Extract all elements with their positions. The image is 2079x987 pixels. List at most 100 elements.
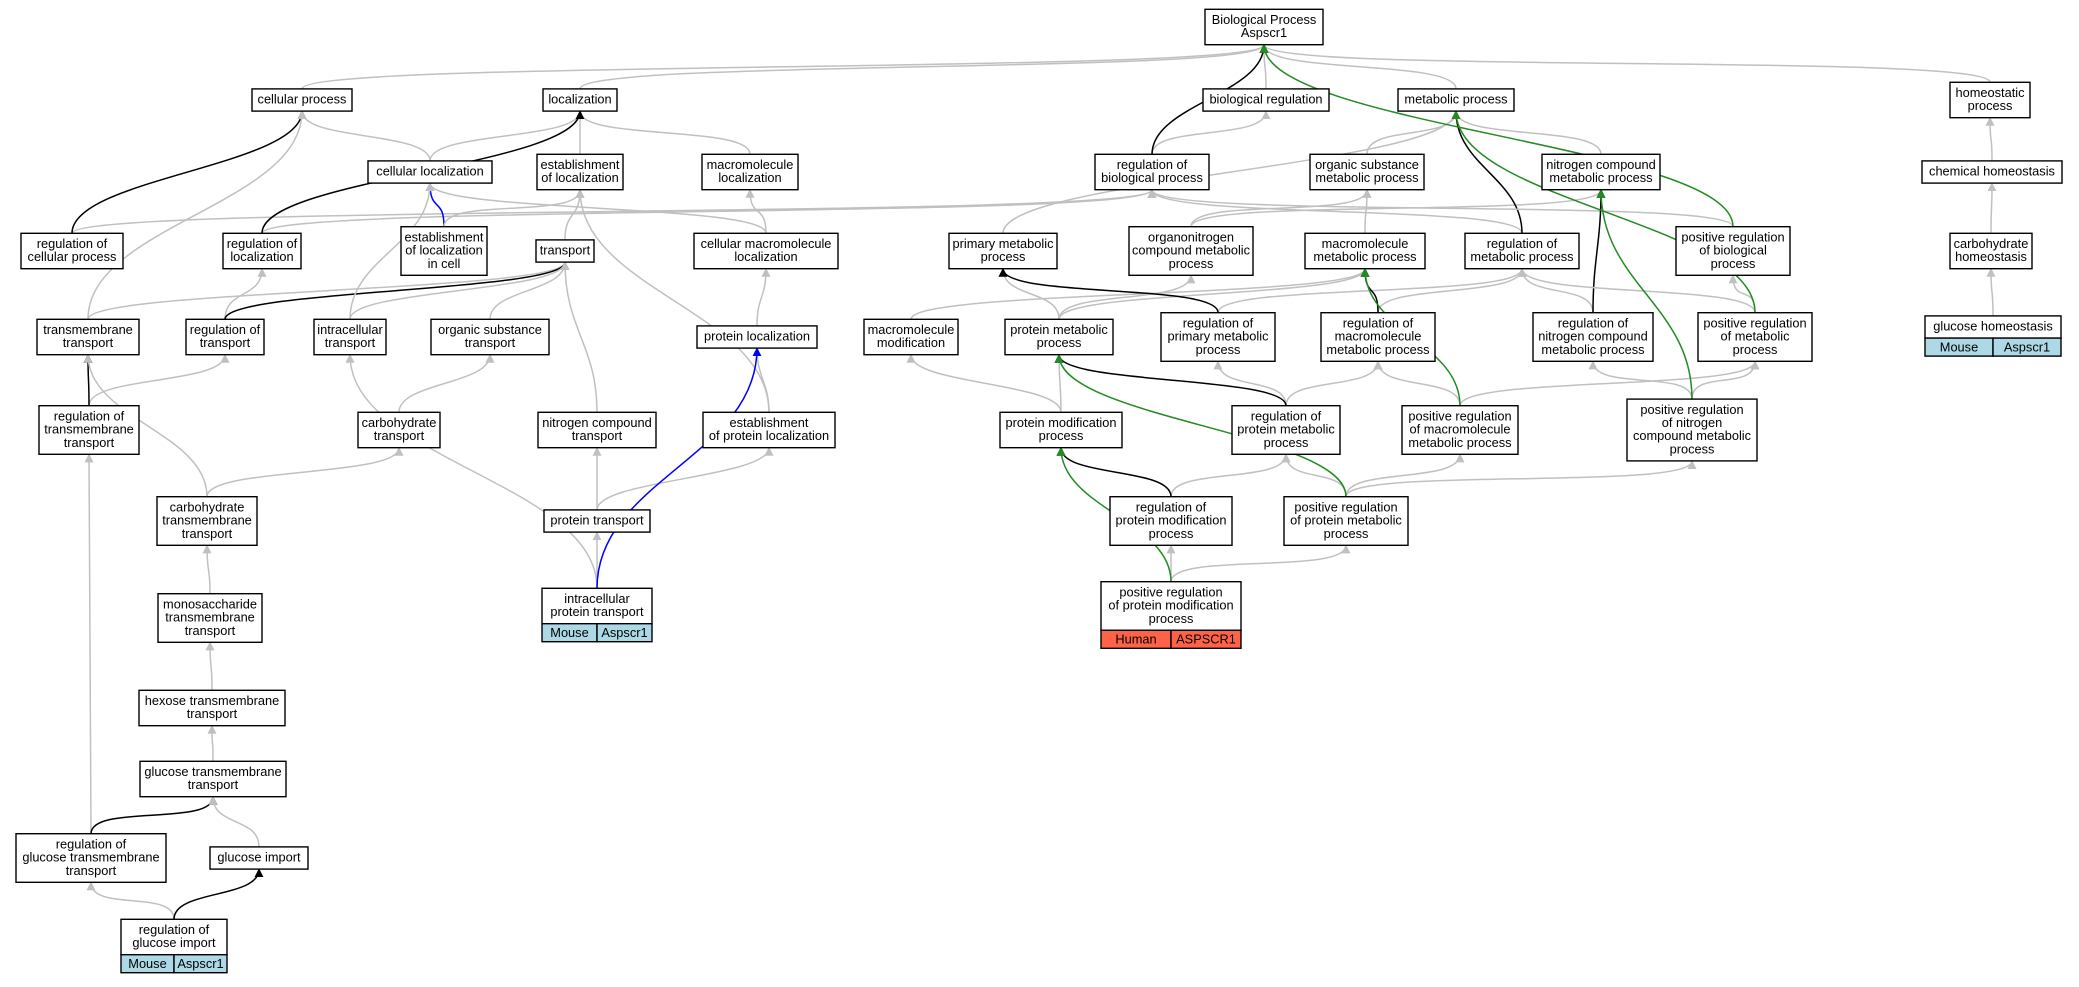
go-term-protloc[interactable]: protein localization <box>696 325 818 349</box>
go-term-cellproc[interactable]: cellular process <box>251 88 353 112</box>
go-term-chemhomeo[interactable]: chemical homeostasis <box>1921 160 2063 184</box>
edge-line <box>1259 43 1734 227</box>
go-term-glcimport[interactable]: glucose import <box>209 846 309 870</box>
edge-is-a-monosac-to-carbotransmem <box>202 544 212 594</box>
edge-line <box>206 446 404 497</box>
term-label-line: macromolecule <box>1335 329 1422 344</box>
term-label-line: regulation of <box>1343 315 1414 330</box>
term-label-line: of metabolic <box>1721 329 1791 344</box>
edge-line <box>398 353 495 413</box>
term-box <box>542 88 618 112</box>
term-label-line: regulation of <box>1183 315 1254 330</box>
edge-is-a-glchomeo-to-carbohomeo <box>1986 267 1996 316</box>
gene-label: Aspscr1 <box>601 625 647 640</box>
edge-is-a-posregnitro-to-posregmetab <box>1691 360 1760 400</box>
edge-line <box>1281 453 1347 497</box>
go-term-cellloc[interactable]: cellular localization <box>367 160 493 184</box>
go-term-transport[interactable]: transport <box>535 239 595 263</box>
term-box <box>1541 153 1661 191</box>
term-label-line: cellular process <box>258 92 347 107</box>
go-term-prottrans[interactable]: protein transport <box>543 509 651 533</box>
term-box <box>948 232 1058 270</box>
edge-line <box>1366 110 1461 155</box>
term-label-line: process <box>1968 98 2013 113</box>
term-box <box>1309 153 1425 191</box>
edge-line <box>86 881 175 920</box>
gene-cell <box>1170 629 1242 649</box>
edge-is-a-posregprotmetab-to-regprotmetab <box>1281 453 1347 497</box>
go-term-glchomeo[interactable]: glucose homeostasis <box>1924 315 2062 339</box>
edge-line <box>1987 182 1997 234</box>
edge-positively-regulates-posregnitro-to-nitro <box>1596 188 1693 400</box>
edge-line <box>202 544 212 594</box>
term-label-line: regulation of <box>1136 499 1207 514</box>
edge-line <box>596 347 762 589</box>
term-box <box>1204 8 1324 46</box>
edge-line <box>579 43 1269 90</box>
term-box <box>1320 312 1436 363</box>
term-label-line: carbohydrate <box>170 499 245 514</box>
term-box <box>1675 225 1791 276</box>
go-term-bioreg[interactable]: biological regulation <box>1202 88 1330 112</box>
edge-positively-regulates-posregbio-to-bp <box>1259 43 1734 227</box>
edge-line <box>1459 360 1760 406</box>
term-box <box>701 153 799 191</box>
term-box <box>209 846 309 870</box>
term-label-line: of macromolecule <box>1410 422 1511 437</box>
edge-line <box>489 261 570 320</box>
edge-regulates-regglctrans-to-glctransmem <box>90 795 218 834</box>
go-term-loc[interactable]: localization <box>542 88 618 112</box>
term-label-line: transmembrane <box>44 422 134 437</box>
edge-line <box>1170 453 1291 497</box>
go-term-metab[interactable]: metabolic process <box>1397 88 1515 112</box>
edge-line <box>349 182 435 320</box>
